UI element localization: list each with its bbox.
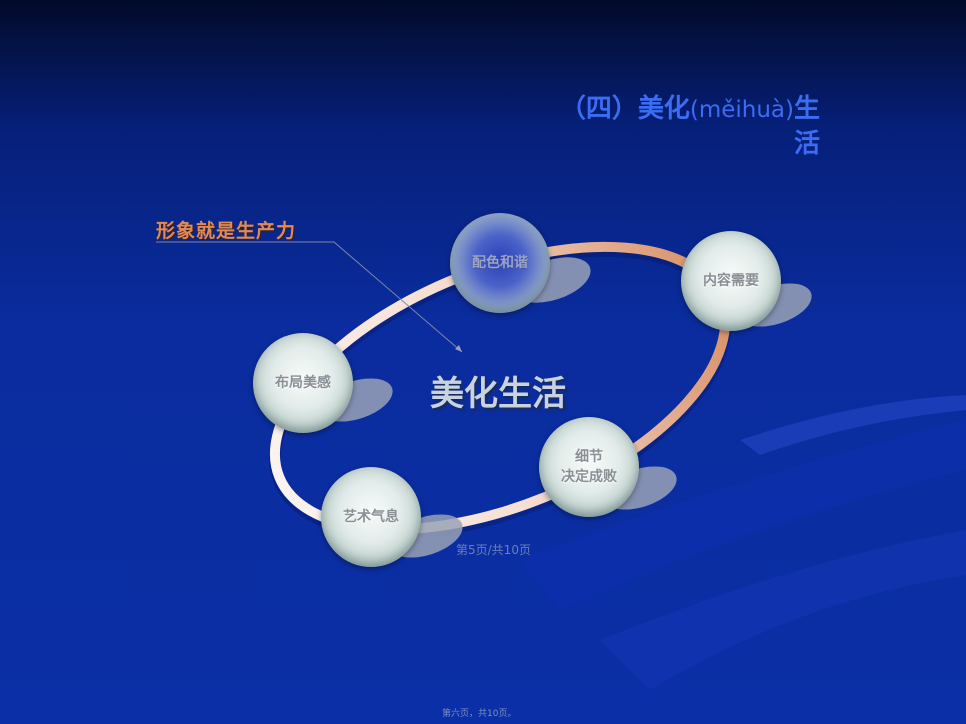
callout-arrowhead — [455, 345, 462, 352]
node-layout-beauty: 布局美感 — [253, 333, 353, 433]
node-label-line1: 细节 — [575, 449, 603, 465]
node-label: 布局美感 — [275, 375, 331, 391]
title-pinyin: (měihuà) — [689, 97, 794, 123]
center-title: 美化生活 — [430, 374, 566, 414]
callout-leader-line — [156, 241, 463, 353]
slide-title-line1: （四）美化(měihuà)生 — [560, 92, 820, 127]
node-color-harmony: 配色和谐 — [450, 213, 550, 313]
node-art: 艺术气息 — [321, 467, 421, 567]
page-footer: 第六页，共10页。 — [442, 709, 517, 719]
bg-swoosh-1 — [520, 420, 966, 610]
node-label: 内容需要 — [703, 273, 759, 289]
page-number: 第5页/共10页 — [456, 543, 531, 557]
slide-title-line2: 活 — [793, 129, 820, 159]
node-label-group: 细节 决定成败 — [561, 447, 617, 487]
node-details: 细节 决定成败 — [539, 417, 639, 517]
bg-swoosh-2 — [600, 530, 966, 690]
title-prefix: （四）美化 — [559, 94, 690, 124]
title-suffix: 生 — [793, 94, 820, 124]
bg-swoosh-3 — [740, 395, 966, 455]
node-label-line2: 决定成败 — [561, 469, 617, 485]
callout-text: 形象就是生产力 — [156, 220, 297, 242]
node-content-needs: 内容需要 — [681, 231, 781, 331]
node-label: 艺术气息 — [343, 509, 399, 525]
node-label: 配色和谐 — [472, 255, 528, 271]
slide-title: （四）美化(měihuà)生 活 — [560, 92, 820, 161]
